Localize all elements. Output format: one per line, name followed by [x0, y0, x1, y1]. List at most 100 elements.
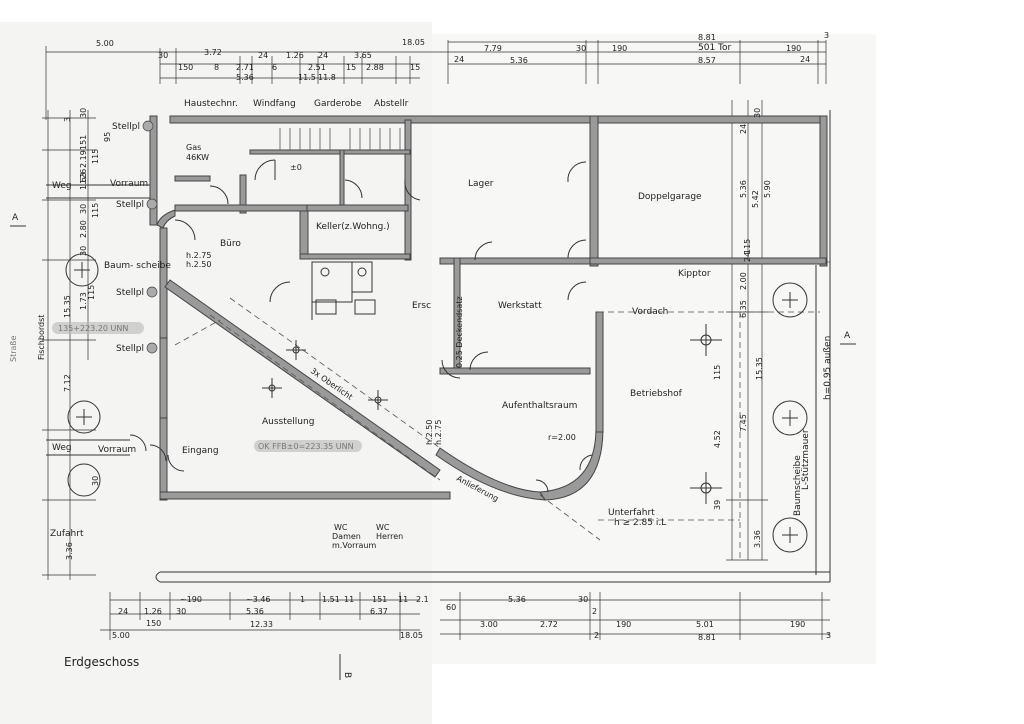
dimension-label: 5.01: [696, 620, 714, 629]
dimension-label: 190: [786, 44, 801, 53]
label-stellpl-2: Stellpl: [116, 200, 144, 210]
label-doppelgarage: Doppelgarage: [638, 192, 702, 202]
building-walls: [149, 115, 828, 501]
dimension-label: 1.73: [79, 292, 88, 310]
dimension-label: 3.65: [354, 51, 372, 60]
dimension-label: 6.37: [370, 607, 388, 616]
dimension-label: 5.36: [508, 595, 526, 604]
label-vorraum-top: Vorraum: [110, 179, 148, 189]
dimension-label: 30: [79, 246, 88, 256]
label-ok-ffb: OK FFB±0=223.35 UNN: [258, 442, 354, 451]
dimension-label: 11.8: [318, 73, 336, 82]
label-buero-h2: h.2.50: [186, 260, 211, 269]
label-wc-damen-2: Damen: [332, 532, 361, 541]
label-stuetzmauer-h: h=0.95 außen: [823, 336, 833, 400]
label-garderobe: Garderobe: [314, 99, 362, 109]
bottom-dimension-lines: [100, 592, 830, 640]
dimension-label: 5.36: [246, 607, 264, 616]
dimension-label: 2.51: [308, 63, 326, 72]
dimension-label: 1.26: [144, 607, 162, 616]
dimension-label: 151: [79, 135, 88, 150]
dimension-label: 2: [592, 607, 597, 616]
label-aus-h2: h.2.75: [434, 420, 443, 445]
dimension-label: 115: [91, 203, 100, 218]
dimension-label: 7.79: [484, 44, 502, 53]
dimension-label: 5.00: [96, 39, 114, 48]
label-eingang: Eingang: [182, 446, 219, 456]
label-wc-damen-1: WC: [334, 523, 348, 532]
dimension-label: 5.36: [236, 73, 254, 82]
dimension-label: 2.71: [236, 63, 254, 72]
label-erso: Ersc: [412, 301, 431, 311]
dimension-label: 30: [578, 595, 588, 604]
tree-symbols: [65, 253, 808, 553]
top-dimension-lines: [45, 40, 827, 120]
dimension-label: 151: [372, 595, 387, 604]
label-vordach: Vordach: [632, 307, 668, 317]
label-stellpl-1: Stellpl: [112, 122, 140, 132]
label-ausstellung: Ausstellung: [262, 417, 314, 427]
dimension-label: 3: [824, 31, 829, 40]
label-windfang: Windfang: [253, 99, 296, 109]
dimension-label: 190: [612, 44, 627, 53]
dimension-label: 30: [753, 108, 762, 118]
dimension-label: 8.81: [698, 33, 716, 42]
dimension-label: 2: [594, 631, 599, 640]
label-wc-damen-3: m.Vorraum: [332, 541, 376, 550]
dimension-label: 1.26: [286, 51, 304, 60]
label-strasse: Straße: [9, 336, 18, 362]
label-weg-bottom: Weg: [52, 443, 72, 453]
dimension-label: 8: [214, 63, 219, 72]
dimension-label: 150: [178, 63, 193, 72]
label-wc-herren-1: WC: [376, 523, 390, 532]
dimension-label: 115: [87, 285, 96, 300]
dimension-label: 30: [176, 607, 186, 616]
dimension-label: 8.57: [698, 56, 716, 65]
dimension-label: 30: [79, 204, 88, 214]
label-abstellr: Abstellr: [374, 99, 409, 109]
dimension-label: 15: [410, 63, 420, 72]
dimension-label: 30: [79, 108, 88, 118]
label-gas-power: 46KW: [186, 153, 209, 162]
label-deckendsatz: 0.25 Deckendsatz: [455, 296, 464, 368]
level-pill-center: [254, 440, 362, 452]
label-haustechn: Haustechnr.: [184, 99, 238, 109]
section-mark-a-left: A: [12, 213, 19, 223]
label-betriebshof: Betriebshof: [630, 389, 683, 399]
dimension-label: 30: [91, 476, 100, 486]
dimension-label: 24: [739, 124, 748, 134]
dimension-label: 5.36: [510, 56, 528, 65]
dimension-label: 6: [272, 63, 277, 72]
dimension-label: 24: [318, 51, 328, 60]
dimension-label: 7.45: [739, 414, 748, 432]
label-baumscheibe-left: Baum- scheibe: [104, 261, 171, 271]
section-mark-a-right: A: [844, 331, 851, 341]
dimension-label: 5.36: [739, 180, 748, 198]
label-radius: r=2.00: [548, 433, 576, 442]
dimension-label: 115: [743, 239, 752, 254]
dimension-label: 115: [713, 365, 722, 380]
dimension-label: 1.63: [79, 172, 88, 190]
dimension-label: 11: [398, 595, 408, 604]
label-weg-top: Weg: [52, 181, 72, 191]
dimension-label: 4.52: [713, 430, 722, 448]
label-unterfahrt: Unterfahrt: [608, 508, 655, 518]
label-stellpl-4: Stellpl: [116, 344, 144, 354]
plan-title: Erdgeschoss: [64, 655, 139, 669]
dimension-label: 2.19: [79, 150, 88, 168]
dimension-label: 3: [826, 631, 831, 640]
dimension-label: 2.72: [540, 620, 558, 629]
dimension-label: 3.00: [480, 620, 498, 629]
paper-sheet-right: [432, 34, 876, 664]
label-tor: 501 Tor: [698, 43, 732, 53]
dimension-label: 24: [800, 55, 810, 64]
label-plus-zero: ±0: [290, 163, 302, 172]
dimension-label: 24: [258, 51, 268, 60]
label-fischbordst: Fischbordst: [37, 315, 46, 360]
dimension-label: 11.5: [298, 73, 316, 82]
dimension-label: 3.36: [753, 530, 762, 548]
label-l-stuetzmauer: L-Stützmauer: [801, 429, 811, 490]
